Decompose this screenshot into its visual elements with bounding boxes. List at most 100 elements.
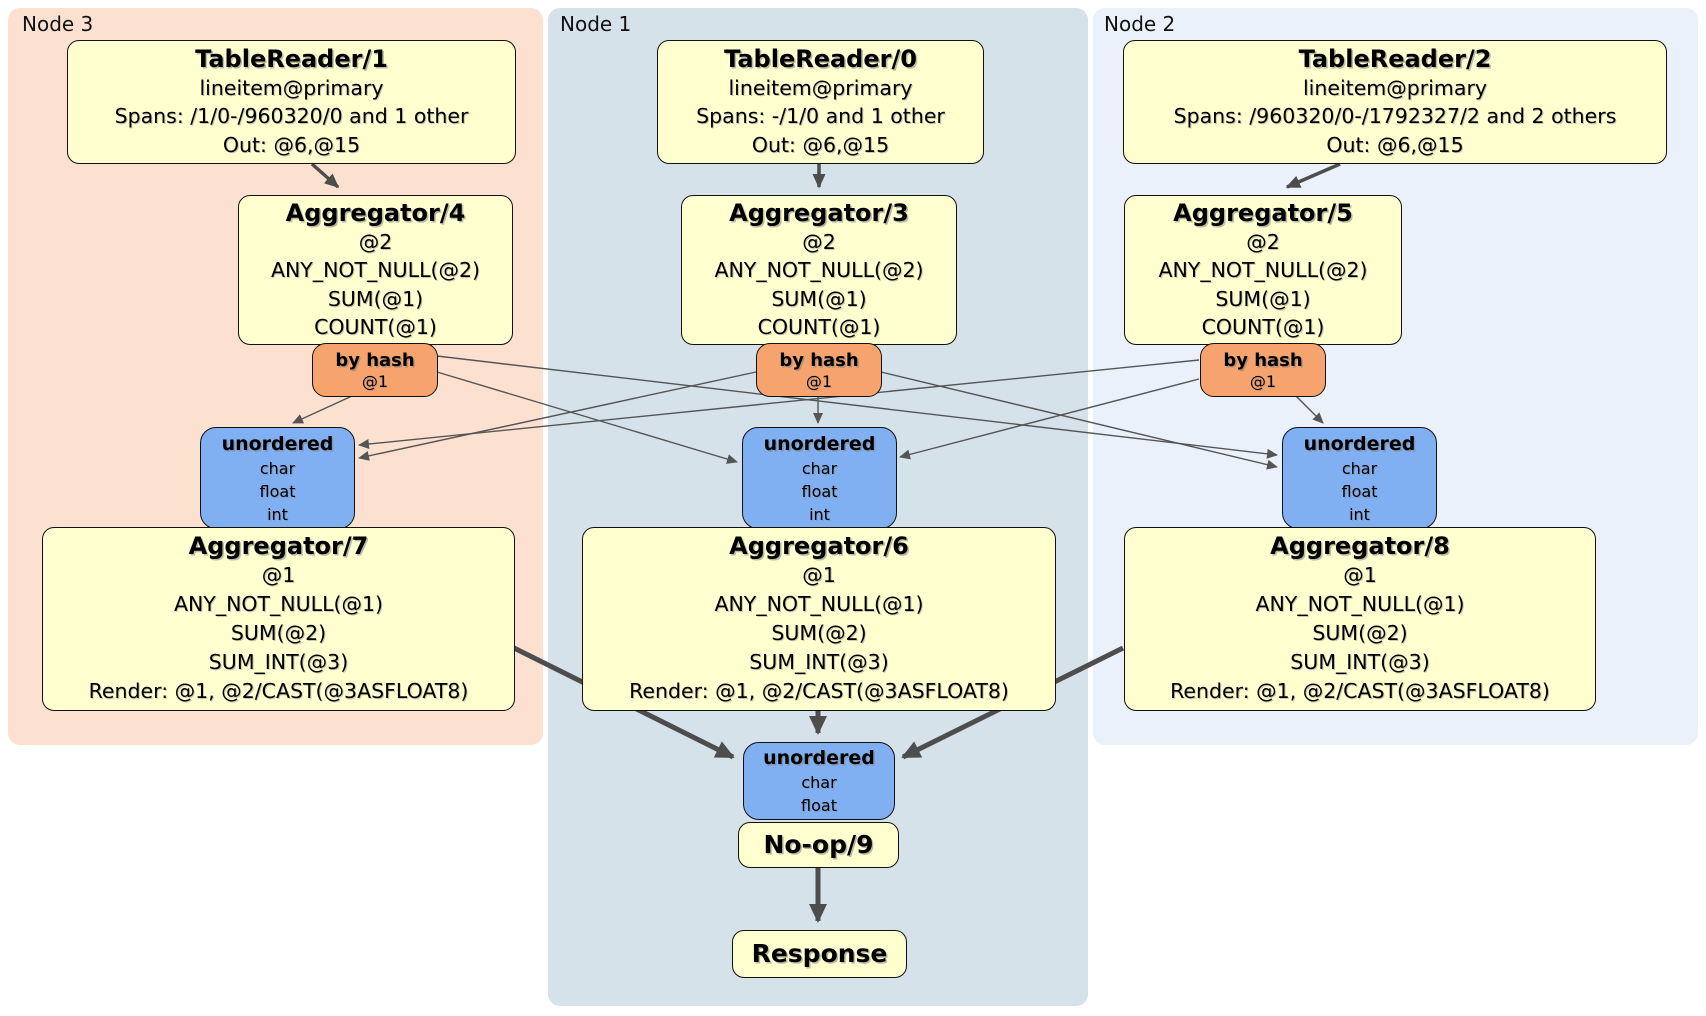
edge-by-hash-1-to-unordered-2 <box>880 371 1278 470</box>
router-detail: @1 <box>361 372 389 391</box>
sync-detail: char <box>1341 458 1378 478</box>
edge-by-hash-2-to-unordered-2 <box>1295 395 1324 424</box>
processor-title: TableReader/1 <box>195 44 388 73</box>
router-detail: @1 <box>1249 372 1277 391</box>
processor-title: TableReader/0 <box>724 44 917 73</box>
processor-detail: COUNT(@1) <box>757 315 881 339</box>
processor-detail: @1 <box>261 563 296 587</box>
processor-title: Aggregator/6 <box>729 532 909 560</box>
router-by-hash-1: by hash @1 <box>756 343 882 397</box>
processor-detail: Render: @1, @2/CAST(@3ASFLOAT8) <box>629 679 1009 703</box>
edge-by-hash-2-to-unordered-3 <box>358 359 1200 449</box>
processor-no-op-9: No-op/9 <box>738 822 899 868</box>
sync-detail: float <box>801 481 838 501</box>
processor-detail: @1 <box>1343 563 1377 587</box>
sync-title: unordered <box>763 747 875 769</box>
response-title: Response <box>751 939 888 968</box>
sync-unordered-final: unordered char float <box>743 742 895 820</box>
processor-tablereader-0: TableReader/0 lineitem@primary Spans: -/… <box>657 40 984 164</box>
router-title: by hash <box>779 350 859 371</box>
processor-detail: @2 <box>358 229 393 254</box>
sync-detail: char <box>801 773 837 792</box>
region-label-node-3: Node 3 <box>22 12 94 36</box>
processor-detail: COUNT(@1) <box>1201 315 1325 339</box>
processor-detail: lineitem@primary <box>199 75 384 100</box>
processor-detail: SUM(@1) <box>1215 286 1311 311</box>
edge-tablereader-2-to-aggregator-5 <box>1285 162 1341 189</box>
sync-detail: float <box>259 481 296 501</box>
processor-title: Aggregator/7 <box>188 532 369 560</box>
sync-unordered-3: unordered char float int <box>200 427 355 529</box>
processor-detail: ANY_NOT_NULL(@1) <box>173 592 384 616</box>
processor-tablereader-1: TableReader/1 lineitem@primary Spans: /1… <box>67 40 516 164</box>
processor-detail: Out: @6,@15 <box>1326 132 1464 157</box>
processor-detail: SUM(@2) <box>771 621 867 645</box>
processor-detail: COUNT(@1) <box>314 315 437 339</box>
processor-aggregator-8: Aggregator/8 @1 ANY_NOT_NULL(@1) SUM(@2)… <box>1124 527 1596 711</box>
sync-unordered-2: unordered char float int <box>1282 427 1437 529</box>
edge-by-hash-2-to-unordered-1 <box>899 378 1200 460</box>
processor-detail: SUM(@2) <box>1312 621 1408 645</box>
router-by-hash-2: by hash @1 <box>1200 343 1326 397</box>
processor-title: Aggregator/4 <box>285 198 466 227</box>
router-detail: @1 <box>805 372 833 391</box>
router-by-hash-3: by hash @1 <box>312 343 438 397</box>
sync-detail: char <box>259 458 296 478</box>
processor-detail: lineitem@primary <box>1302 75 1488 100</box>
processor-aggregator-4: Aggregator/4 @2 ANY_NOT_NULL(@2) SUM(@1)… <box>238 195 513 345</box>
processor-aggregator-3: Aggregator/3 @2 ANY_NOT_NULL(@2) SUM(@1)… <box>681 195 957 345</box>
processor-aggregator-7: Aggregator/7 @1 ANY_NOT_NULL(@1) SUM(@2)… <box>42 527 515 711</box>
sync-detail: char <box>801 458 838 478</box>
processor-title: Aggregator/8 <box>1270 532 1450 560</box>
sync-title: unordered <box>1303 432 1416 455</box>
processor-title: Aggregator/5 <box>1173 198 1353 227</box>
sync-detail: int <box>809 504 830 524</box>
processor-detail: Render: @1, @2/CAST(@3ASFLOAT8) <box>88 679 469 703</box>
processor-detail: ANY_NOT_NULL(@1) <box>1255 592 1465 616</box>
edge-by-hash-3-to-unordered-3 <box>292 395 353 424</box>
sync-detail: float <box>1341 481 1378 501</box>
processor-detail: SUM(@2) <box>230 621 327 645</box>
edge-by-hash-1-to-unordered-3 <box>358 371 757 461</box>
processor-detail: ANY_NOT_NULL(@2) <box>270 258 481 282</box>
processor-aggregator-5: Aggregator/5 @2 ANY_NOT_NULL(@2) SUM(@1)… <box>1124 195 1402 345</box>
processor-detail: Spans: /960320/0-/1792327/2 and 2 others <box>1173 104 1617 129</box>
region-label-node-1: Node 1 <box>560 12 632 36</box>
processor-aggregator-6: Aggregator/6 @1 ANY_NOT_NULL(@1) SUM(@2)… <box>582 527 1056 711</box>
processor-detail: @2 <box>1246 229 1280 254</box>
processor-title: No-op/9 <box>763 830 874 859</box>
processor-title: TableReader/2 <box>1298 44 1492 73</box>
processor-detail: lineitem@primary <box>728 75 913 100</box>
processor-detail: SUM_INT(@3) <box>749 650 889 674</box>
sync-detail: int <box>1349 504 1370 524</box>
processor-detail: Spans: -/1/0 and 1 other <box>696 104 945 129</box>
processor-detail: SUM(@1) <box>771 286 867 311</box>
sync-detail: float <box>801 796 837 815</box>
processor-detail: ANY_NOT_NULL(@2) <box>1158 258 1368 282</box>
processor-detail: ANY_NOT_NULL(@1) <box>714 592 924 616</box>
processor-detail: Out: @6,@15 <box>751 132 890 157</box>
sync-detail: int <box>267 504 288 524</box>
processor-detail: @1 <box>802 563 836 587</box>
edge-by-hash-3-to-unordered-2 <box>436 355 1278 459</box>
edge-by-hash-3-to-unordered-1 <box>436 371 738 464</box>
processor-detail: Render: @1, @2/CAST(@3ASFLOAT8) <box>1170 679 1550 703</box>
sync-title: unordered <box>221 432 334 455</box>
processor-detail: ANY_NOT_NULL(@2) <box>714 258 924 282</box>
processor-detail: @2 <box>802 229 836 254</box>
processor-detail: SUM(@1) <box>327 286 424 311</box>
processor-tablereader-2: TableReader/2 lineitem@primary Spans: /9… <box>1123 40 1667 164</box>
processor-detail: Spans: /1/0-/960320/0 and 1 other <box>114 104 469 129</box>
sync-title: unordered <box>763 432 876 455</box>
response-box: Response <box>732 930 907 978</box>
processor-detail: SUM_INT(@3) <box>208 650 349 674</box>
router-title: by hash <box>1223 350 1303 371</box>
router-title: by hash <box>335 350 415 371</box>
processor-detail: SUM_INT(@3) <box>1290 650 1430 674</box>
edge-tablereader-1-to-aggregator-4 <box>310 162 340 189</box>
sync-unordered-1: unordered char float int <box>742 427 897 529</box>
processor-detail: Out: @6,@15 <box>222 132 361 157</box>
region-label-node-2: Node 2 <box>1104 12 1176 36</box>
